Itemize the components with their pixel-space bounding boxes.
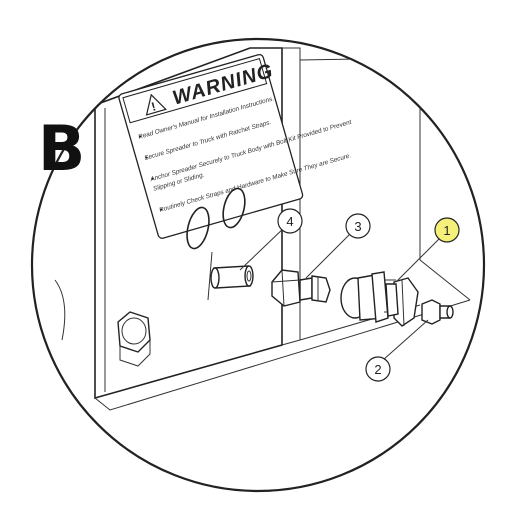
part-2-grease-fitting bbox=[421, 299, 454, 325]
panel-hole-left bbox=[186, 206, 210, 250]
part-4-tube bbox=[210, 265, 254, 289]
leader-line-4 bbox=[239, 225, 287, 271]
detail-contents: ! WARNING Read Owner's Manual for Instal… bbox=[54, 47, 471, 411]
callout-2-circle bbox=[365, 356, 391, 382]
callout-3-number: 3 bbox=[354, 219, 361, 234]
callout-1: 1 bbox=[434, 217, 460, 243]
leader-line-2 bbox=[382, 319, 429, 361]
leader-line-3 bbox=[305, 231, 353, 279]
callout-3: 3 bbox=[345, 213, 371, 239]
leader-line-1 bbox=[395, 237, 441, 283]
svg-text:!: ! bbox=[150, 99, 158, 114]
warning-decal: ! WARNING Read Owner's Manual for Instal… bbox=[118, 53, 352, 239]
callout-2-number: 2 bbox=[374, 362, 381, 377]
callout-1-circle-highlighted bbox=[434, 217, 460, 243]
part-1-bulkhead-fitting bbox=[340, 271, 419, 327]
bolt-head bbox=[117, 311, 151, 367]
warning-triangle-icon bbox=[145, 93, 167, 116]
panel-label: B bbox=[38, 112, 85, 185]
callout-1-number: 1 bbox=[443, 223, 450, 238]
panel-hole-right bbox=[222, 187, 246, 229]
callout-2: 2 bbox=[365, 356, 391, 382]
callout-4-circle bbox=[277, 208, 303, 234]
callout-4: 4 bbox=[277, 208, 303, 234]
part-3-compression-fitting bbox=[271, 269, 331, 307]
callout-3-circle bbox=[345, 213, 371, 239]
callout-4-number: 4 bbox=[286, 214, 293, 229]
